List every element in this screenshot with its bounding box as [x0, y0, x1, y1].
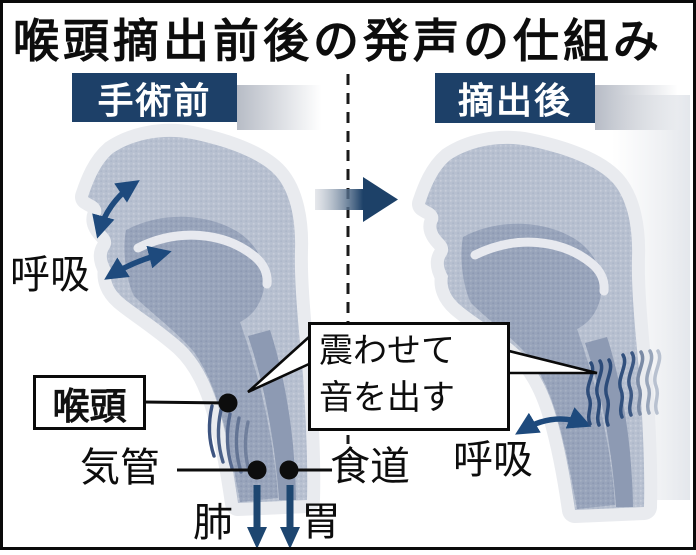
trachea-dot [247, 460, 267, 480]
badge-shadow [237, 85, 331, 130]
vibration-lines-before [207, 404, 252, 476]
esophagus-dot [279, 460, 299, 480]
vibration-lines-after [586, 349, 662, 427]
callout-pointers [247, 336, 598, 394]
breathing-arrows-before [92, 180, 172, 280]
badge-shadow [595, 85, 687, 130]
label-esophagus: 食道 [330, 445, 410, 489]
callout-line1: 震わせて [319, 332, 455, 370]
label-trachea: 気管 [80, 446, 160, 490]
stomach-arrow [280, 485, 300, 549]
label-lung: 肺 [193, 501, 233, 545]
label-breathing-after: 呼吸 [453, 438, 533, 482]
breathing-arrow-after [515, 407, 592, 435]
label-stomach: 胃 [301, 500, 341, 544]
label-breathing-before: 呼吸 [10, 253, 90, 297]
larynx-dot [218, 393, 238, 413]
callout-vibrate-box: 震わせて 音を出す [308, 322, 510, 431]
transfer-arrow [315, 177, 398, 222]
diagram-title: 喉頭摘出前後の発声の仕組み [13, 15, 663, 67]
callout-line2: 音を出す [319, 379, 455, 417]
badge-before-surgery: 手術前 [72, 73, 237, 122]
badge-after-removal: 摘出後 [435, 73, 595, 123]
label-larynx-box: 喉頭 [33, 375, 146, 430]
lung-arrow [247, 485, 267, 549]
